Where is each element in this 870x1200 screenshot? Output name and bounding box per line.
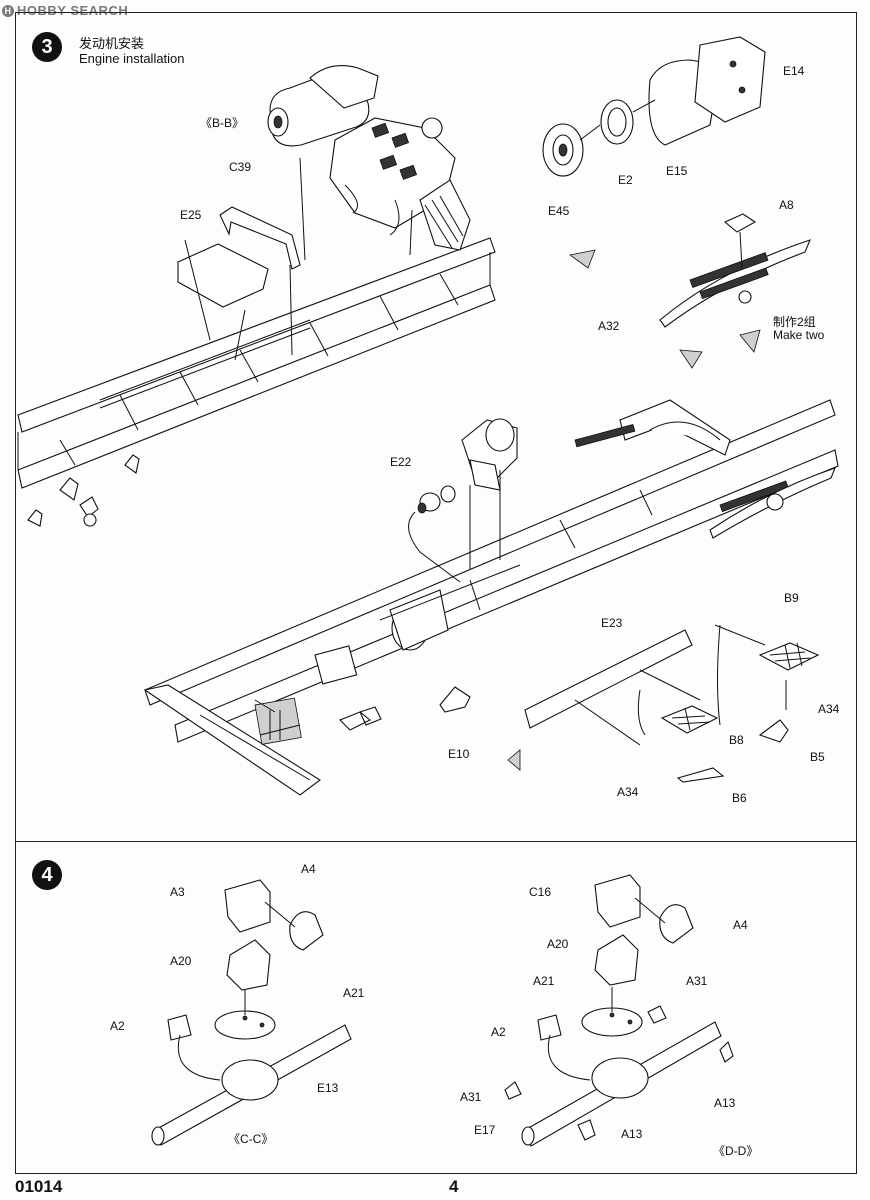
label-a2-left: A2 [110,1019,125,1033]
label-c16: C16 [529,885,552,899]
watermark-logo-icon: H [2,4,14,17]
label-e17: E17 [474,1123,496,1137]
label-c39: C39 [229,160,252,174]
label-e22: E22 [390,455,412,469]
step-3-title-en: Engine installation [79,51,185,66]
label-make-two-en: Make two [773,328,825,342]
label-cc: 《C-C》 [228,1132,274,1146]
label-e45: E45 [548,204,570,218]
leaf-spring-drawing [659,213,811,328]
label-e23: E23 [601,616,623,630]
label-e10: E10 [448,747,470,761]
watermark: H HOBBY SEARCH [2,3,128,18]
step-3-badge: 3 [32,32,62,62]
page-number: 4 [449,1177,459,1196]
label-dd: 《D-D》 [713,1144,759,1158]
step-3-panel [15,12,857,842]
label-a34-left: A34 [617,785,639,799]
label-a32: A32 [598,319,620,333]
wheel-hub-drawing [542,36,766,177]
axle-left-drawing [151,879,352,1146]
view-direction-arrows [507,249,761,771]
watermark-text: HOBBY SEARCH [17,3,129,18]
label-b8: B8 [729,733,744,747]
label-a34-right: A34 [818,702,840,716]
label-a31-bottom: A31 [460,1090,482,1104]
bracket-parts-drawing [177,206,301,361]
label-a3: A3 [170,885,185,899]
label-a4-left: A4 [301,862,316,876]
label-a2-right: A2 [491,1025,506,1039]
rear-chassis-drawing [17,237,496,527]
label-a4-right: A4 [733,918,748,932]
label-b6: B6 [732,791,747,805]
label-a13-bottom: A13 [621,1127,643,1141]
step-4-panel [15,842,857,1174]
label-e25: E25 [180,208,202,222]
step-4-badge: 4 [32,860,62,890]
step-3-title-cn: 发动机安装 [79,36,145,51]
label-e2: E2 [618,173,633,187]
label-a20-right: A20 [547,937,569,951]
transfer-case-drawing [408,418,518,583]
label-make-two-cn: 制作2组 [773,315,816,329]
label-e15: E15 [666,164,688,178]
engine-drawing [267,65,471,261]
label-a13-right: A13 [714,1096,736,1110]
label-a8: A8 [779,198,794,212]
label-e13: E13 [317,1081,339,1095]
front-chassis-drawing [143,399,839,796]
axle-right-drawing [504,874,734,1147]
label-a20-left: A20 [170,954,192,968]
product-code: 01014 [15,1177,63,1196]
label-a31-top: A31 [686,974,708,988]
label-e14: E14 [783,64,805,78]
label-bb: 《B-B》 [200,116,245,130]
label-a21-right: A21 [533,974,555,988]
step-plate-drawing [439,624,820,783]
label-a21-left: A21 [343,986,365,1000]
label-b9: B9 [784,591,799,605]
label-b5: B5 [810,750,825,764]
